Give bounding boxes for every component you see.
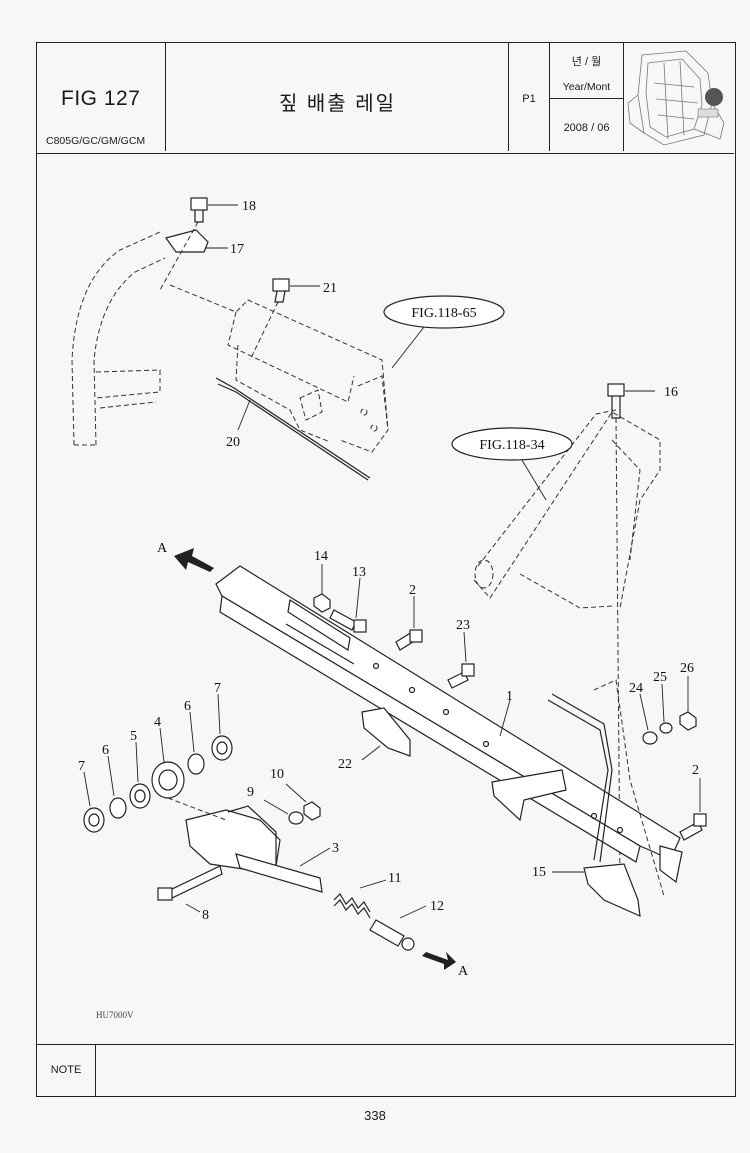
label-part-17: 17 <box>230 242 244 257</box>
part-11-spring <box>333 879 387 919</box>
part-1-rail <box>215 565 683 884</box>
part-22-bracket <box>361 707 411 761</box>
callout-label-fig-118-34: FIG.118-34 <box>479 438 544 453</box>
label-part-7-left: 7 <box>78 759 85 774</box>
title-cell: 짚 배출 레일 <box>166 43 509 151</box>
callout-fig-118-65 <box>383 295 505 369</box>
page-id: P1 <box>522 93 536 105</box>
fig-cell: FIG 127 C805G/GC/GM/GCM <box>37 43 166 151</box>
part-9-lockwasher <box>263 799 304 825</box>
label-part-7-right: 7 <box>214 681 221 696</box>
part-18-bolt <box>190 197 238 223</box>
label-part-3: 3 <box>332 841 339 856</box>
drawing-code: HU7000V <box>96 1010 134 1020</box>
combine-harvester-icon <box>627 50 725 146</box>
year-month-en: Year/Mont <box>562 81 611 93</box>
part-6-snapring-right <box>187 711 205 775</box>
label-part-24: 24 <box>629 681 643 696</box>
label-part-12: 12 <box>430 899 444 914</box>
label-part-23: 23 <box>456 618 470 633</box>
machine-thumbnail <box>624 43 734 151</box>
label-part-26: 26 <box>680 661 694 676</box>
arrow-a-upper <box>174 548 214 572</box>
lever-bar <box>547 679 665 897</box>
label-arrow-a-lower: A <box>458 964 469 979</box>
label-part-8: 8 <box>202 908 209 923</box>
bracket-mid <box>491 769 567 822</box>
reference-frame-118-65 <box>71 231 389 453</box>
page-title: 짚 배출 레일 <box>278 93 397 115</box>
year-month-kr: 년 / 월 <box>571 56 602 68</box>
label-arrow-a-upper: A <box>157 541 168 556</box>
note-label: NOTE <box>37 1045 96 1096</box>
page-frame: FIG 127 C805G/GC/GM/GCM 짚 배출 레일 P1 년 / 월… <box>36 42 736 1097</box>
part-8-bolt <box>157 865 223 913</box>
part-2-bolt-upper <box>395 596 423 651</box>
part-10-nut <box>285 783 321 821</box>
label-part-4: 4 <box>154 715 161 730</box>
part-21-bolt <box>249 278 320 361</box>
label-part-11: 11 <box>388 871 401 886</box>
model-code: C805G/GC/GM/GCM <box>46 135 146 147</box>
label-part-2-lower: 2 <box>692 763 699 778</box>
label-part-5: 5 <box>130 729 137 744</box>
reference-frame-118-34 <box>473 409 661 609</box>
part-3-arm <box>167 797 331 893</box>
label-part-6-right: 6 <box>184 699 191 714</box>
callout-fig-118-34 <box>451 427 573 501</box>
part-20-rod <box>215 377 371 481</box>
part-4-pulley <box>151 727 185 799</box>
part-2-bolt-lower <box>679 778 707 841</box>
label-part-18: 18 <box>242 199 256 214</box>
arrow-a-lower <box>422 952 456 970</box>
label-part-16: 16 <box>664 385 678 400</box>
part-7-bushing-left <box>83 771 105 833</box>
label-part-21: 21 <box>323 281 337 296</box>
part-25-lockwasher <box>659 683 673 734</box>
part-23-bolt <box>447 631 475 689</box>
part-14-nut <box>313 564 331 613</box>
fig-number: FIG 127 <box>61 87 141 110</box>
part-5-bearing <box>129 741 151 809</box>
label-part-20: 20 <box>226 435 240 450</box>
page-id-cell: P1 <box>509 43 550 151</box>
revision-date: 2008 / 06 <box>563 122 610 134</box>
date-cell: 년 / 월 Year/Mont 2008 / 06 <box>550 43 624 151</box>
label-part-15: 15 <box>532 865 546 880</box>
part-24-washer <box>639 693 658 745</box>
label-part-14: 14 <box>314 549 328 564</box>
label-part-9: 9 <box>247 785 254 800</box>
part-26-nut <box>679 676 697 731</box>
label-part-2-upper: 2 <box>409 583 416 598</box>
label-part-1: 1 <box>506 689 513 704</box>
header-bar: FIG 127 C805G/GC/GM/GCM 짚 배출 레일 P1 년 / 월… <box>37 43 734 154</box>
callout-label-fig-118-65: FIG.118-65 <box>411 306 476 321</box>
page-number: 338 <box>364 1108 386 1123</box>
label-part-6-left: 6 <box>102 743 109 758</box>
label-part-10: 10 <box>270 767 284 782</box>
part-17-clamp <box>159 221 228 291</box>
part-13-bolt <box>329 577 367 633</box>
part-12-pin <box>369 905 427 951</box>
label-part-22: 22 <box>338 757 352 772</box>
part-7-bushing-right <box>211 693 233 761</box>
label-part-25: 25 <box>653 670 667 685</box>
part-6-snapring-left <box>107 755 127 819</box>
label-part-13: 13 <box>352 565 366 580</box>
note-row: NOTE <box>37 1044 734 1096</box>
part-15-bracket <box>552 863 641 917</box>
